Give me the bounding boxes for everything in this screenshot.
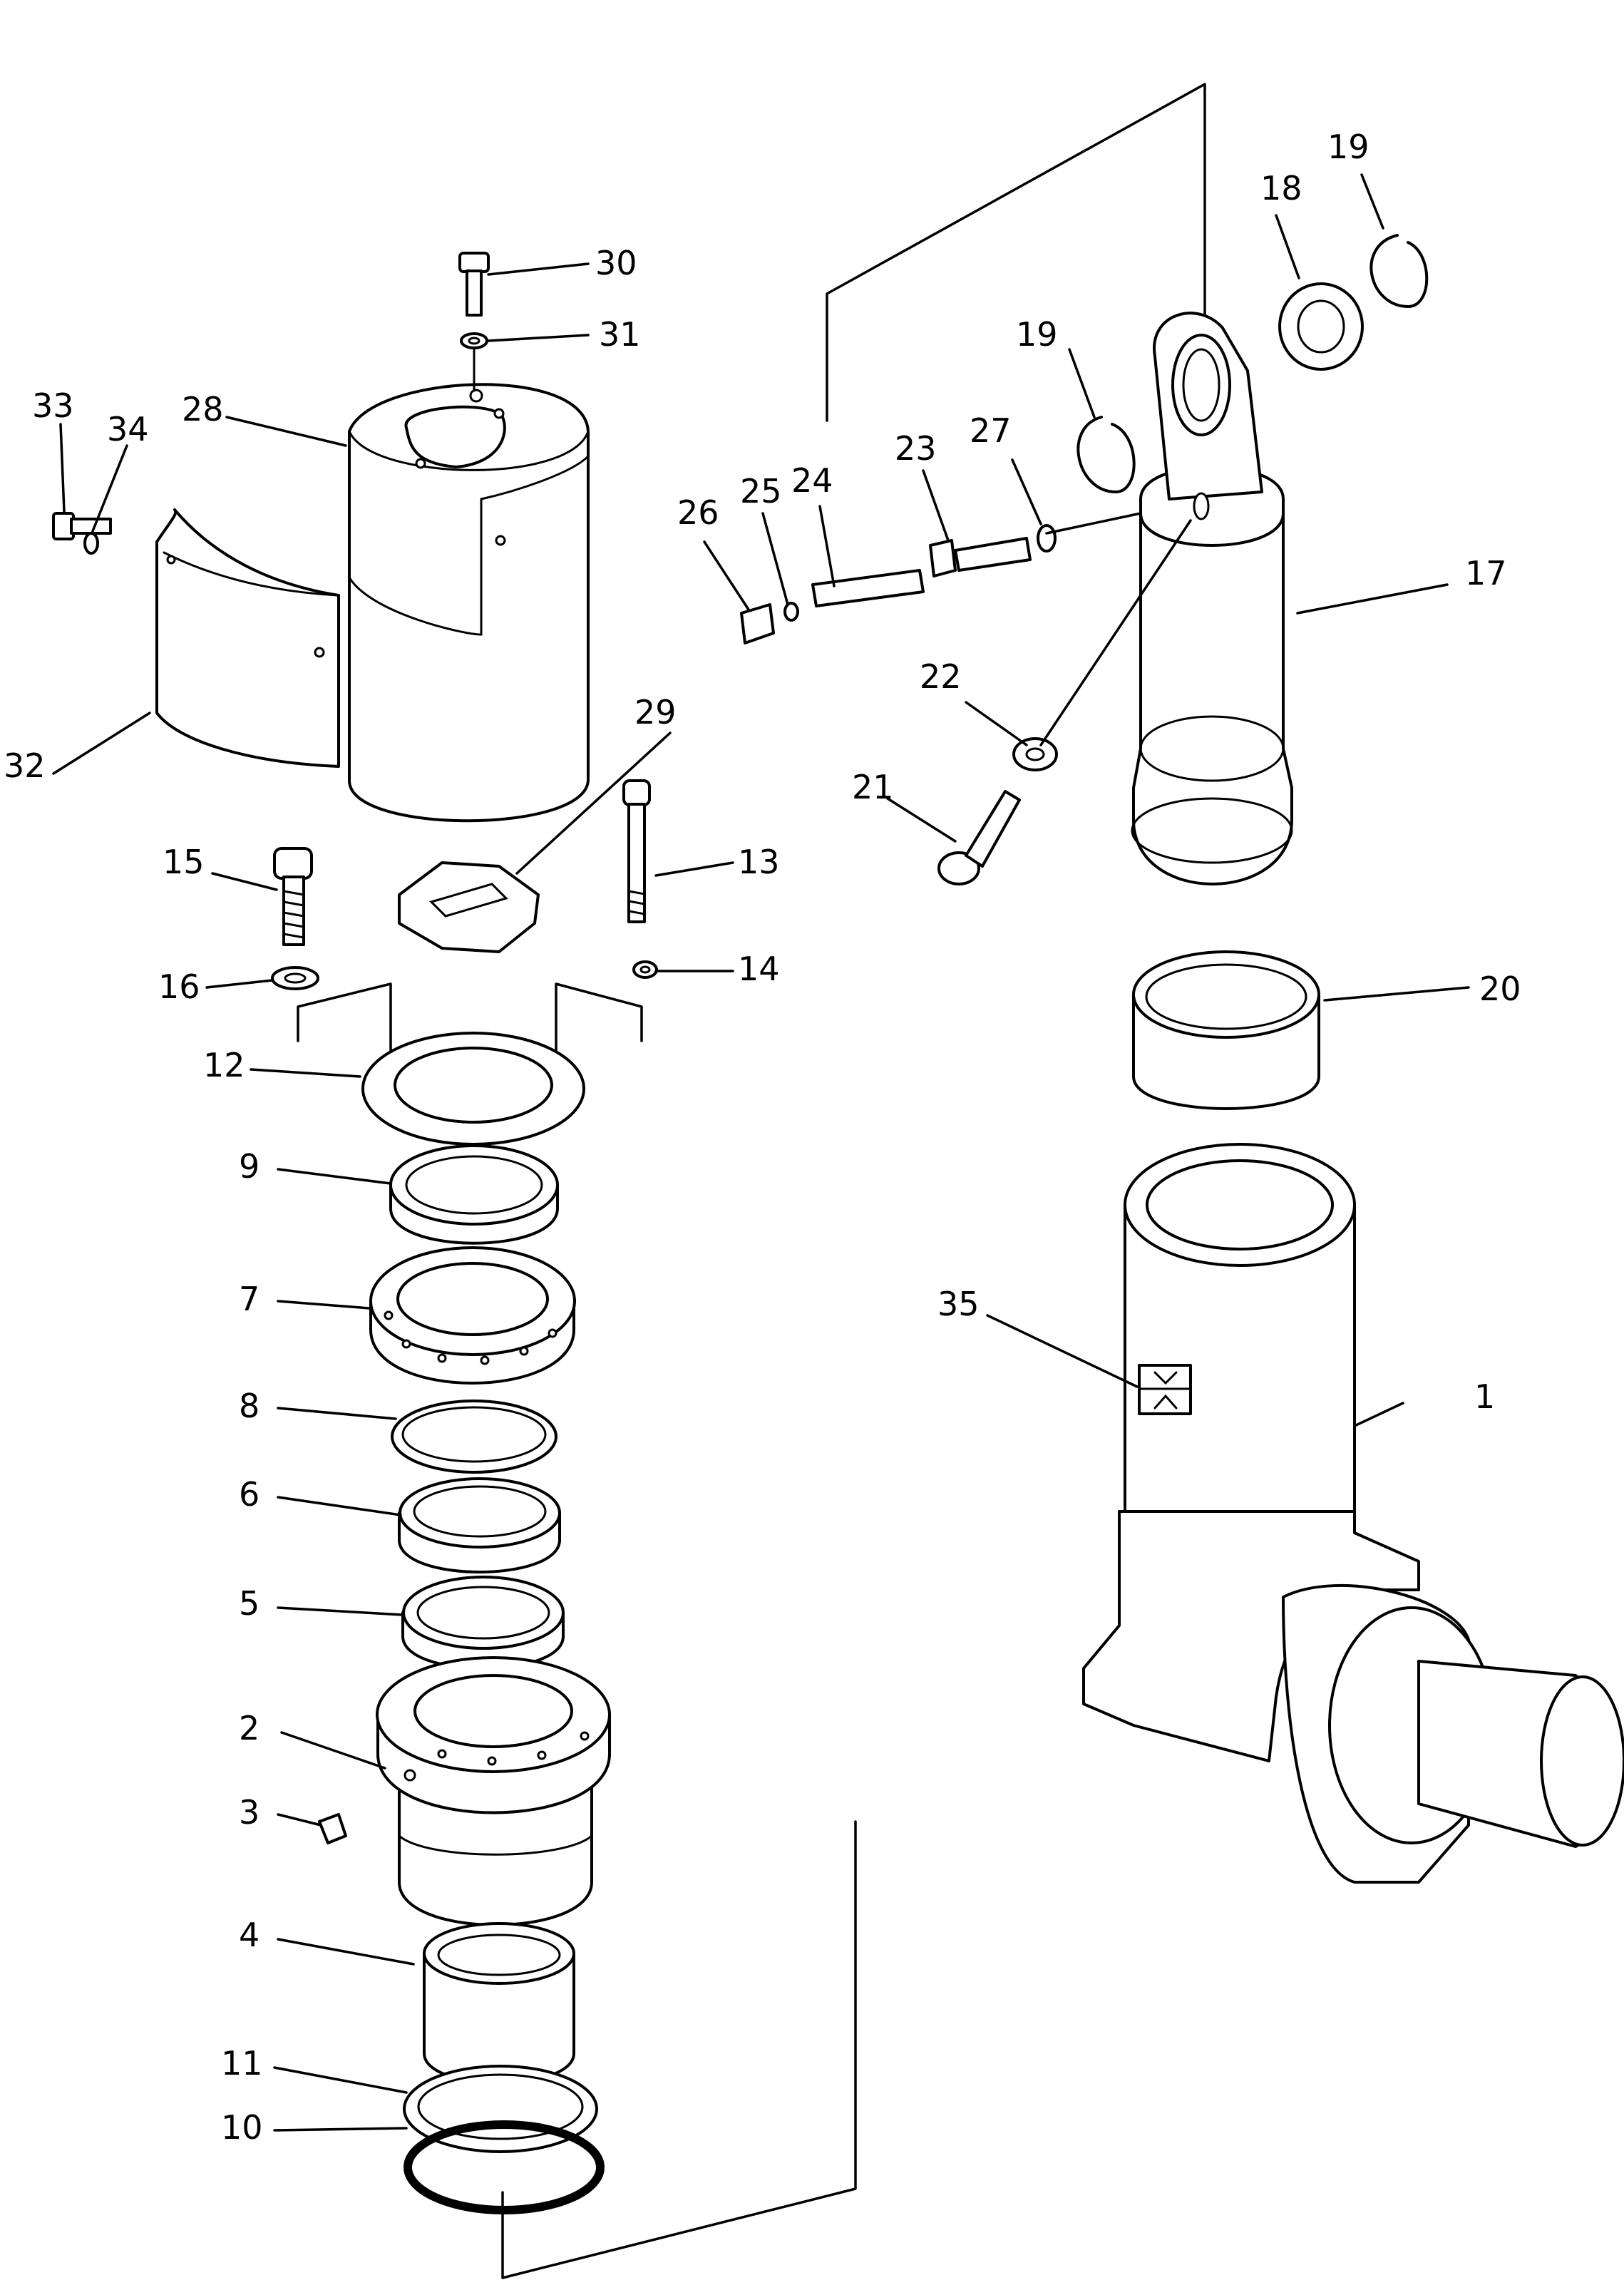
flange-7-part	[369, 1246, 576, 1385]
callout-10: 10	[221, 2108, 263, 2147]
plate-29-part	[398, 861, 540, 953]
bearing-race-5-part	[401, 1576, 565, 1670]
callout-2: 2	[239, 1709, 259, 1747]
bolt-33-part	[52, 512, 112, 540]
callout-25: 25	[740, 472, 782, 510]
upper-cover-part	[348, 383, 590, 823]
callout-30: 30	[595, 244, 637, 282]
callout-16: 16	[158, 967, 200, 1006]
callout-20: 20	[1479, 970, 1521, 1008]
cylinder-17-part	[1131, 312, 1293, 885]
bearing-ring-9-part	[389, 1144, 559, 1245]
callout-3: 3	[239, 1793, 259, 1832]
bolt-21-part	[937, 790, 1021, 885]
callout-28: 28	[182, 390, 224, 428]
callout-19a: 19	[1016, 315, 1058, 354]
callout-17: 17	[1465, 554, 1507, 592]
callout-34: 34	[107, 410, 149, 448]
washer-14-part	[632, 960, 658, 979]
bolt-13-part	[622, 779, 651, 923]
bearing-18-part	[1278, 282, 1364, 371]
circlip-19a-part	[1076, 416, 1136, 493]
callout-33: 33	[32, 386, 74, 425]
valve-24-part	[811, 569, 925, 607]
bearing-race-6-part	[398, 1477, 561, 1573]
sleeve-20-part	[1132, 950, 1320, 1110]
bolt-30-part	[458, 252, 490, 317]
callout-18: 18	[1260, 169, 1302, 207]
callout-23: 23	[895, 429, 937, 468]
bushing-4-part	[423, 1922, 575, 2085]
fitting-23-part	[929, 537, 1032, 577]
callout-26: 26	[677, 493, 719, 532]
callout-12: 12	[203, 1046, 245, 1084]
callout-5: 5	[239, 1584, 259, 1623]
callout-9: 9	[239, 1147, 259, 1186]
callout-8: 8	[239, 1387, 259, 1425]
washer-34-part	[83, 532, 99, 555]
ball-25-part	[783, 602, 799, 622]
washer-31-part	[460, 332, 488, 392]
plug-3-part	[318, 1813, 347, 1844]
callout-24: 24	[791, 461, 833, 500]
callout-11: 11	[221, 2044, 263, 2083]
washer-27-part	[1037, 524, 1057, 553]
washer-22-part	[1012, 737, 1058, 771]
callout-15: 15	[163, 843, 205, 881]
callout-14: 14	[738, 950, 780, 988]
callout-6: 6	[239, 1475, 259, 1514]
callout-4: 4	[239, 1916, 259, 1954]
side-guard-part	[155, 508, 340, 768]
o-ring-10-part	[404, 2120, 605, 2214]
flange-ring-12-part	[361, 1032, 585, 1146]
knuckle-housing-1-part	[1082, 1143, 1624, 1884]
callout-labels: 1 2 3 4 5 6 7 8 9 10 11 12 13 14 15 16 1…	[4, 128, 1521, 2147]
snap-ring-8-part	[391, 1400, 557, 1474]
callout-35: 35	[937, 1285, 980, 1323]
callout-29: 29	[634, 693, 677, 731]
callout-31: 31	[599, 315, 641, 354]
washer-16-part	[271, 966, 319, 990]
circlip-19b-part	[1369, 234, 1429, 308]
callout-32: 32	[4, 746, 46, 785]
cap-26-part	[740, 603, 775, 645]
callout-27: 27	[970, 411, 1012, 450]
callout-1: 1	[1474, 1377, 1495, 1416]
callout-22: 22	[920, 657, 962, 696]
bolt-15-part	[273, 847, 313, 946]
callout-13: 13	[738, 843, 780, 881]
assembly-frame-lines	[297, 83, 1206, 2279]
callout-19b: 19	[1327, 128, 1369, 166]
callout-7: 7	[239, 1280, 259, 1318]
housing-2-part	[376, 1656, 611, 1926]
leader-lines	[52, 173, 1470, 2132]
callout-21: 21	[852, 768, 894, 806]
